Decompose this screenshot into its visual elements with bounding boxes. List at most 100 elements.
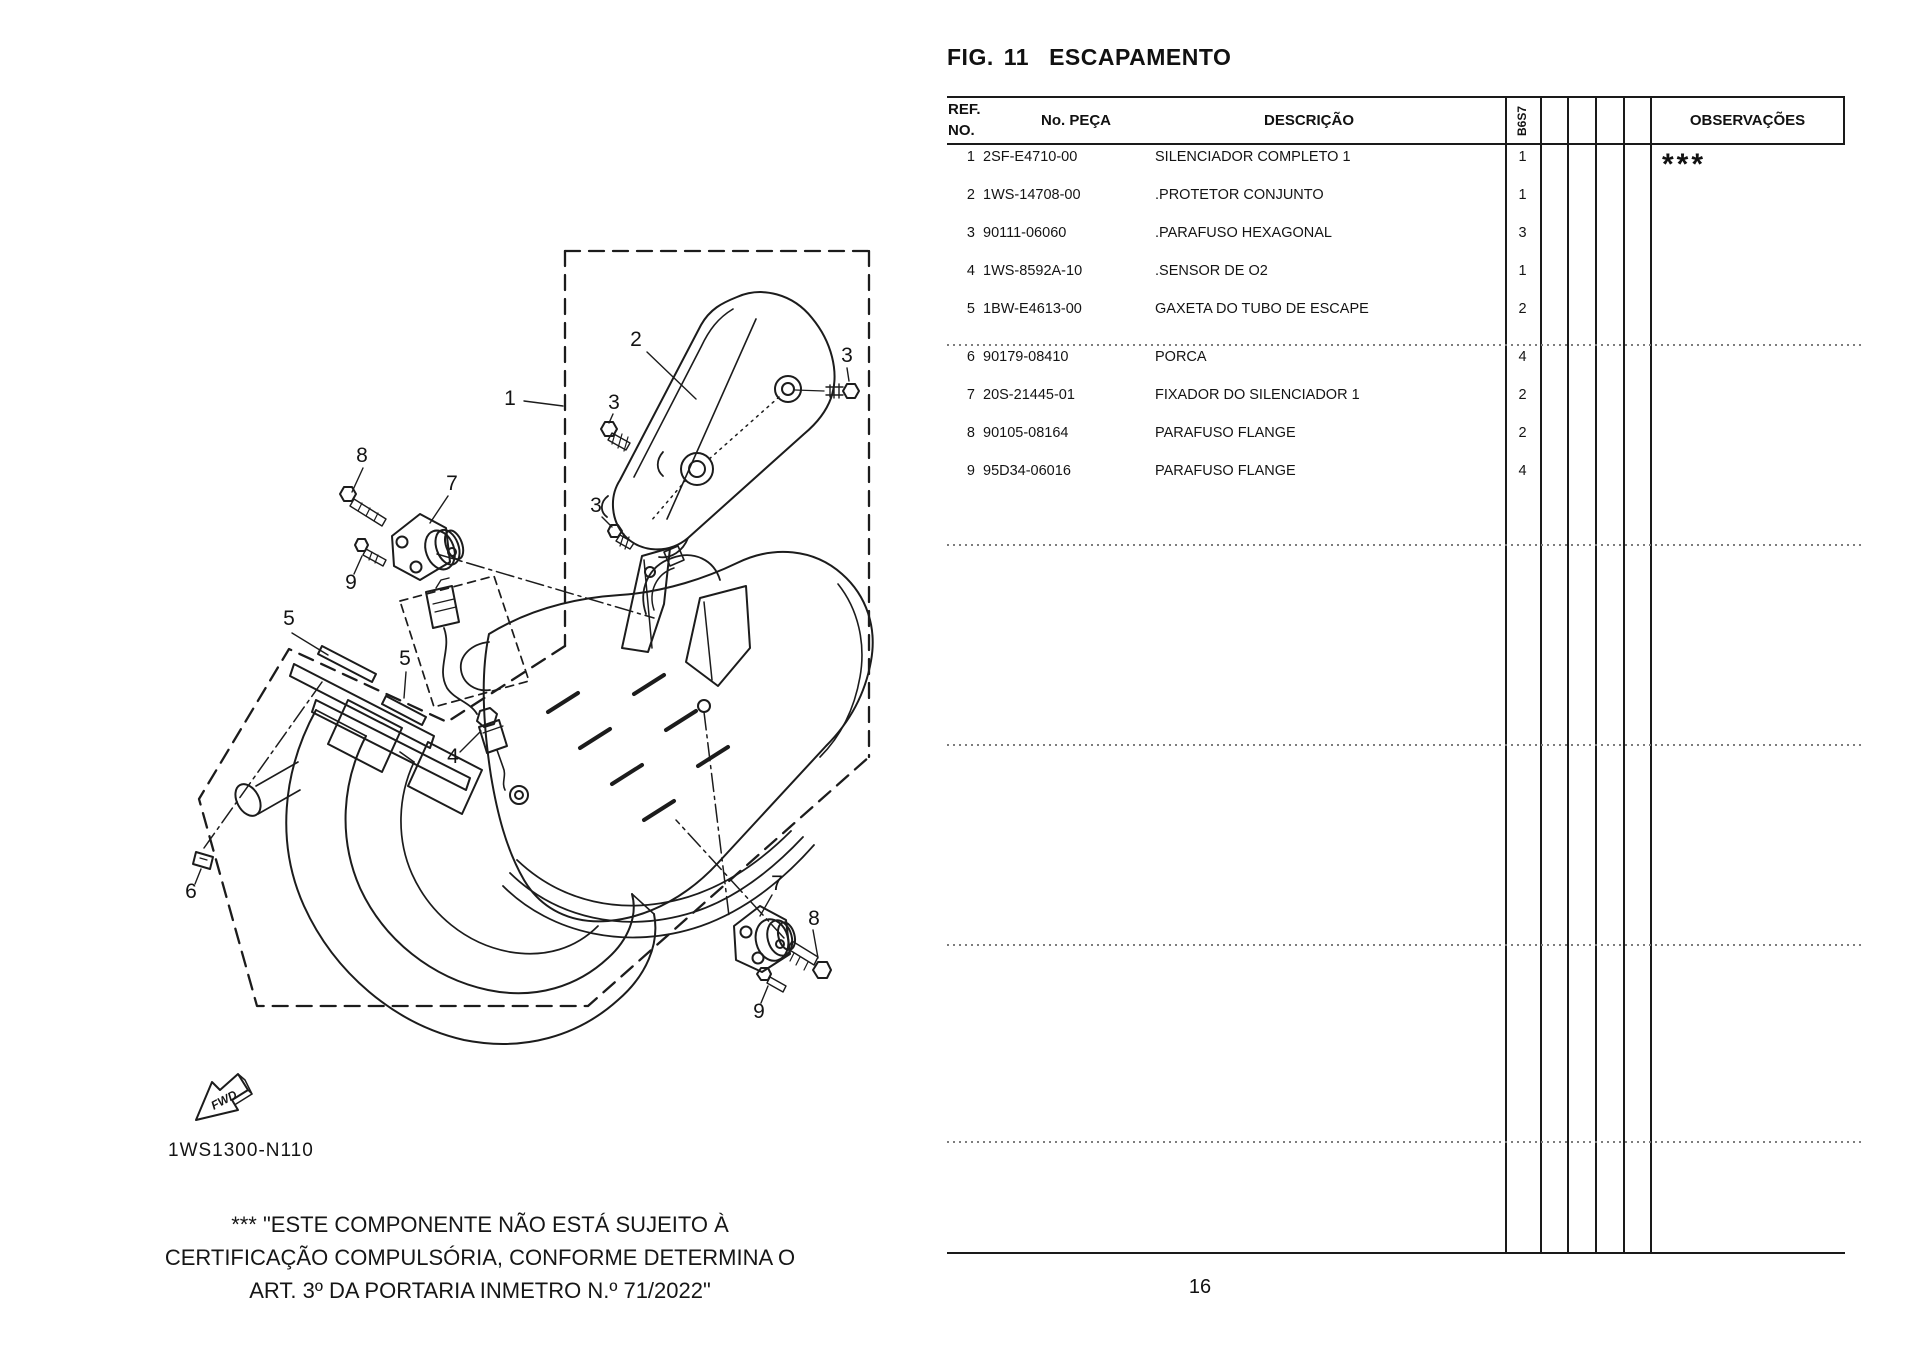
header-bottom-line (947, 143, 1845, 145)
hex-screw-3c (607, 524, 635, 550)
lower-mount-cluster (733, 905, 832, 993)
row-6-ref: 6 (966, 349, 975, 365)
row-8-part: 90105-08164 (983, 425, 1069, 441)
col-line-3 (1567, 96, 1569, 1254)
col-line-5 (1623, 96, 1625, 1254)
callout-9a: 9 (345, 571, 357, 594)
callout-3b: 3 (608, 391, 620, 414)
callout-3c: 3 (590, 494, 602, 517)
table-top-line (947, 96, 1845, 98)
row-5-part: 1BW-E4613-00 (983, 301, 1082, 317)
exploded-diagram: 1 2 3 3 3 8 7 9 5 5 4 6 7 8 9 FWD 1WS130… (168, 249, 874, 1161)
row-7-part: 20S-21445-01 (983, 387, 1075, 403)
row-7-ref: 7 (966, 387, 975, 403)
observation-row1: *** (1662, 148, 1707, 181)
header-right-edge (1843, 96, 1845, 145)
figure-number: 11 (1003, 44, 1030, 70)
callout-labels: 1 2 3 3 3 8 7 9 5 5 4 6 7 8 9 (185, 328, 853, 1023)
row-5-qty: 2 (1518, 301, 1527, 317)
row-8-ref: 8 (966, 425, 975, 441)
row-7-qty: 2 (1518, 387, 1527, 403)
hex-screw-3b (600, 421, 631, 452)
gasket-strip-1 (317, 645, 377, 683)
dashed-o2-box (399, 575, 530, 708)
gasket-strip-2 (381, 695, 427, 726)
dotted-separator-1 (947, 344, 1863, 346)
note-line-1: *** "ESTE COMPONENTE NÃO ESTÁ SUJEITO À (231, 1212, 729, 1237)
callout-leaders (194, 351, 850, 1004)
col-line-4 (1595, 96, 1597, 1254)
header-ref: REF. NO. (948, 99, 981, 141)
header-model-code: B6S7 (1506, 98, 1539, 143)
header-desc: DESCRIÇÃO (1263, 112, 1354, 129)
row-3-desc: .PARAFUSO HEXAGONAL (1155, 225, 1332, 241)
row-4-ref: 4 (966, 263, 975, 279)
heat-shield-part (600, 291, 836, 559)
muffler-part (459, 545, 874, 939)
figure-title: FIG. 11 ESCAPAMENTO (947, 44, 1231, 71)
row-1-qty: 1 (1518, 149, 1527, 165)
callout-4: 4 (447, 745, 459, 768)
row-1-ref: 1 (966, 149, 975, 165)
note-line-2: CERTIFICAÇÃO COMPULSÓRIA, CONFORME DETER… (164, 1245, 796, 1270)
callout-5a: 5 (283, 607, 295, 630)
col-line-6 (1650, 96, 1652, 1254)
callout-6: 6 (185, 880, 197, 903)
callout-9b: 9 (753, 1000, 765, 1023)
row-2-desc: .PROTETOR CONJUNTO (1155, 187, 1324, 203)
header-obs: OBSERVAÇÕES (1689, 112, 1806, 129)
exhaust-pipes-part (234, 645, 657, 1045)
row-2-ref: 2 (966, 187, 975, 203)
dotted-separator-2 (947, 544, 1863, 546)
row-9-ref: 9 (966, 463, 975, 479)
note-line-3: ART. 3º DA PORTARIA INMETRO N.º 71/2022" (249, 1278, 711, 1303)
row-5-desc: GAXETA DO TUBO DE ESCAPE (1155, 301, 1369, 317)
row-4-part: 1WS-8592A-10 (983, 263, 1083, 279)
header-ref-line1: REF. (948, 101, 981, 118)
callout-7b: 7 (771, 872, 783, 895)
o2-sensor-part (425, 577, 508, 791)
row-8-desc: PARAFUSO FLANGE (1155, 425, 1296, 441)
row-1-part: 2SF-E4710-00 (983, 149, 1078, 165)
callout-8a: 8 (356, 444, 368, 467)
drawing-code: 1WS1300-N110 (168, 1140, 314, 1161)
row-3-part: 90111-06060 (983, 225, 1067, 241)
col-line-1 (1505, 96, 1507, 1254)
row-9-qty: 4 (1518, 463, 1527, 479)
figure-name: ESCAPAMENTO (1049, 44, 1232, 70)
table-bottom-line (947, 1252, 1845, 1254)
callout-7a: 7 (446, 472, 458, 495)
row-7-desc: FIXADOR DO SILENCIADOR 1 (1155, 387, 1360, 403)
row-6-desc: PORCA (1155, 349, 1207, 365)
row-9-desc: PARAFUSO FLANGE (1155, 463, 1296, 479)
model-code-label: B6S7 (1515, 105, 1530, 136)
row-4-desc: .SENSOR DE O2 (1155, 263, 1268, 279)
col-line-2 (1540, 96, 1542, 1254)
header-ref-line2: NO. (948, 122, 975, 139)
figure-label: FIG. (947, 44, 994, 70)
callout-1: 1 (504, 387, 516, 410)
callout-2: 2 (630, 328, 642, 351)
upper-mount-cluster (339, 486, 465, 581)
dotted-separator-3 (947, 744, 1863, 746)
row-6-qty: 4 (1518, 349, 1527, 365)
row-3-ref: 3 (966, 225, 975, 241)
row-8-qty: 2 (1518, 425, 1527, 441)
fwd-label: FWD (209, 1087, 240, 1112)
row-5-ref: 5 (966, 301, 975, 317)
row-9-part: 95D34-06016 (983, 463, 1071, 479)
row-3-qty: 3 (1518, 225, 1527, 241)
callout-5b: 5 (399, 647, 411, 670)
row-6-part: 90179-08410 (983, 349, 1069, 365)
row-2-part: 1WS-14708-00 (983, 187, 1081, 203)
dotted-separator-5 (947, 1141, 1863, 1143)
clip-part (192, 851, 214, 870)
callout-3a: 3 (841, 344, 853, 367)
alignment-lines (203, 553, 785, 939)
row-1-desc: SILENCIADOR COMPLETO 1 (1155, 149, 1351, 165)
row-2-qty: 1 (1518, 187, 1527, 203)
fwd-arrow-icon (195, 1073, 253, 1121)
dotted-separator-4 (947, 944, 1863, 946)
header-part: No. PEÇA (1040, 112, 1111, 129)
